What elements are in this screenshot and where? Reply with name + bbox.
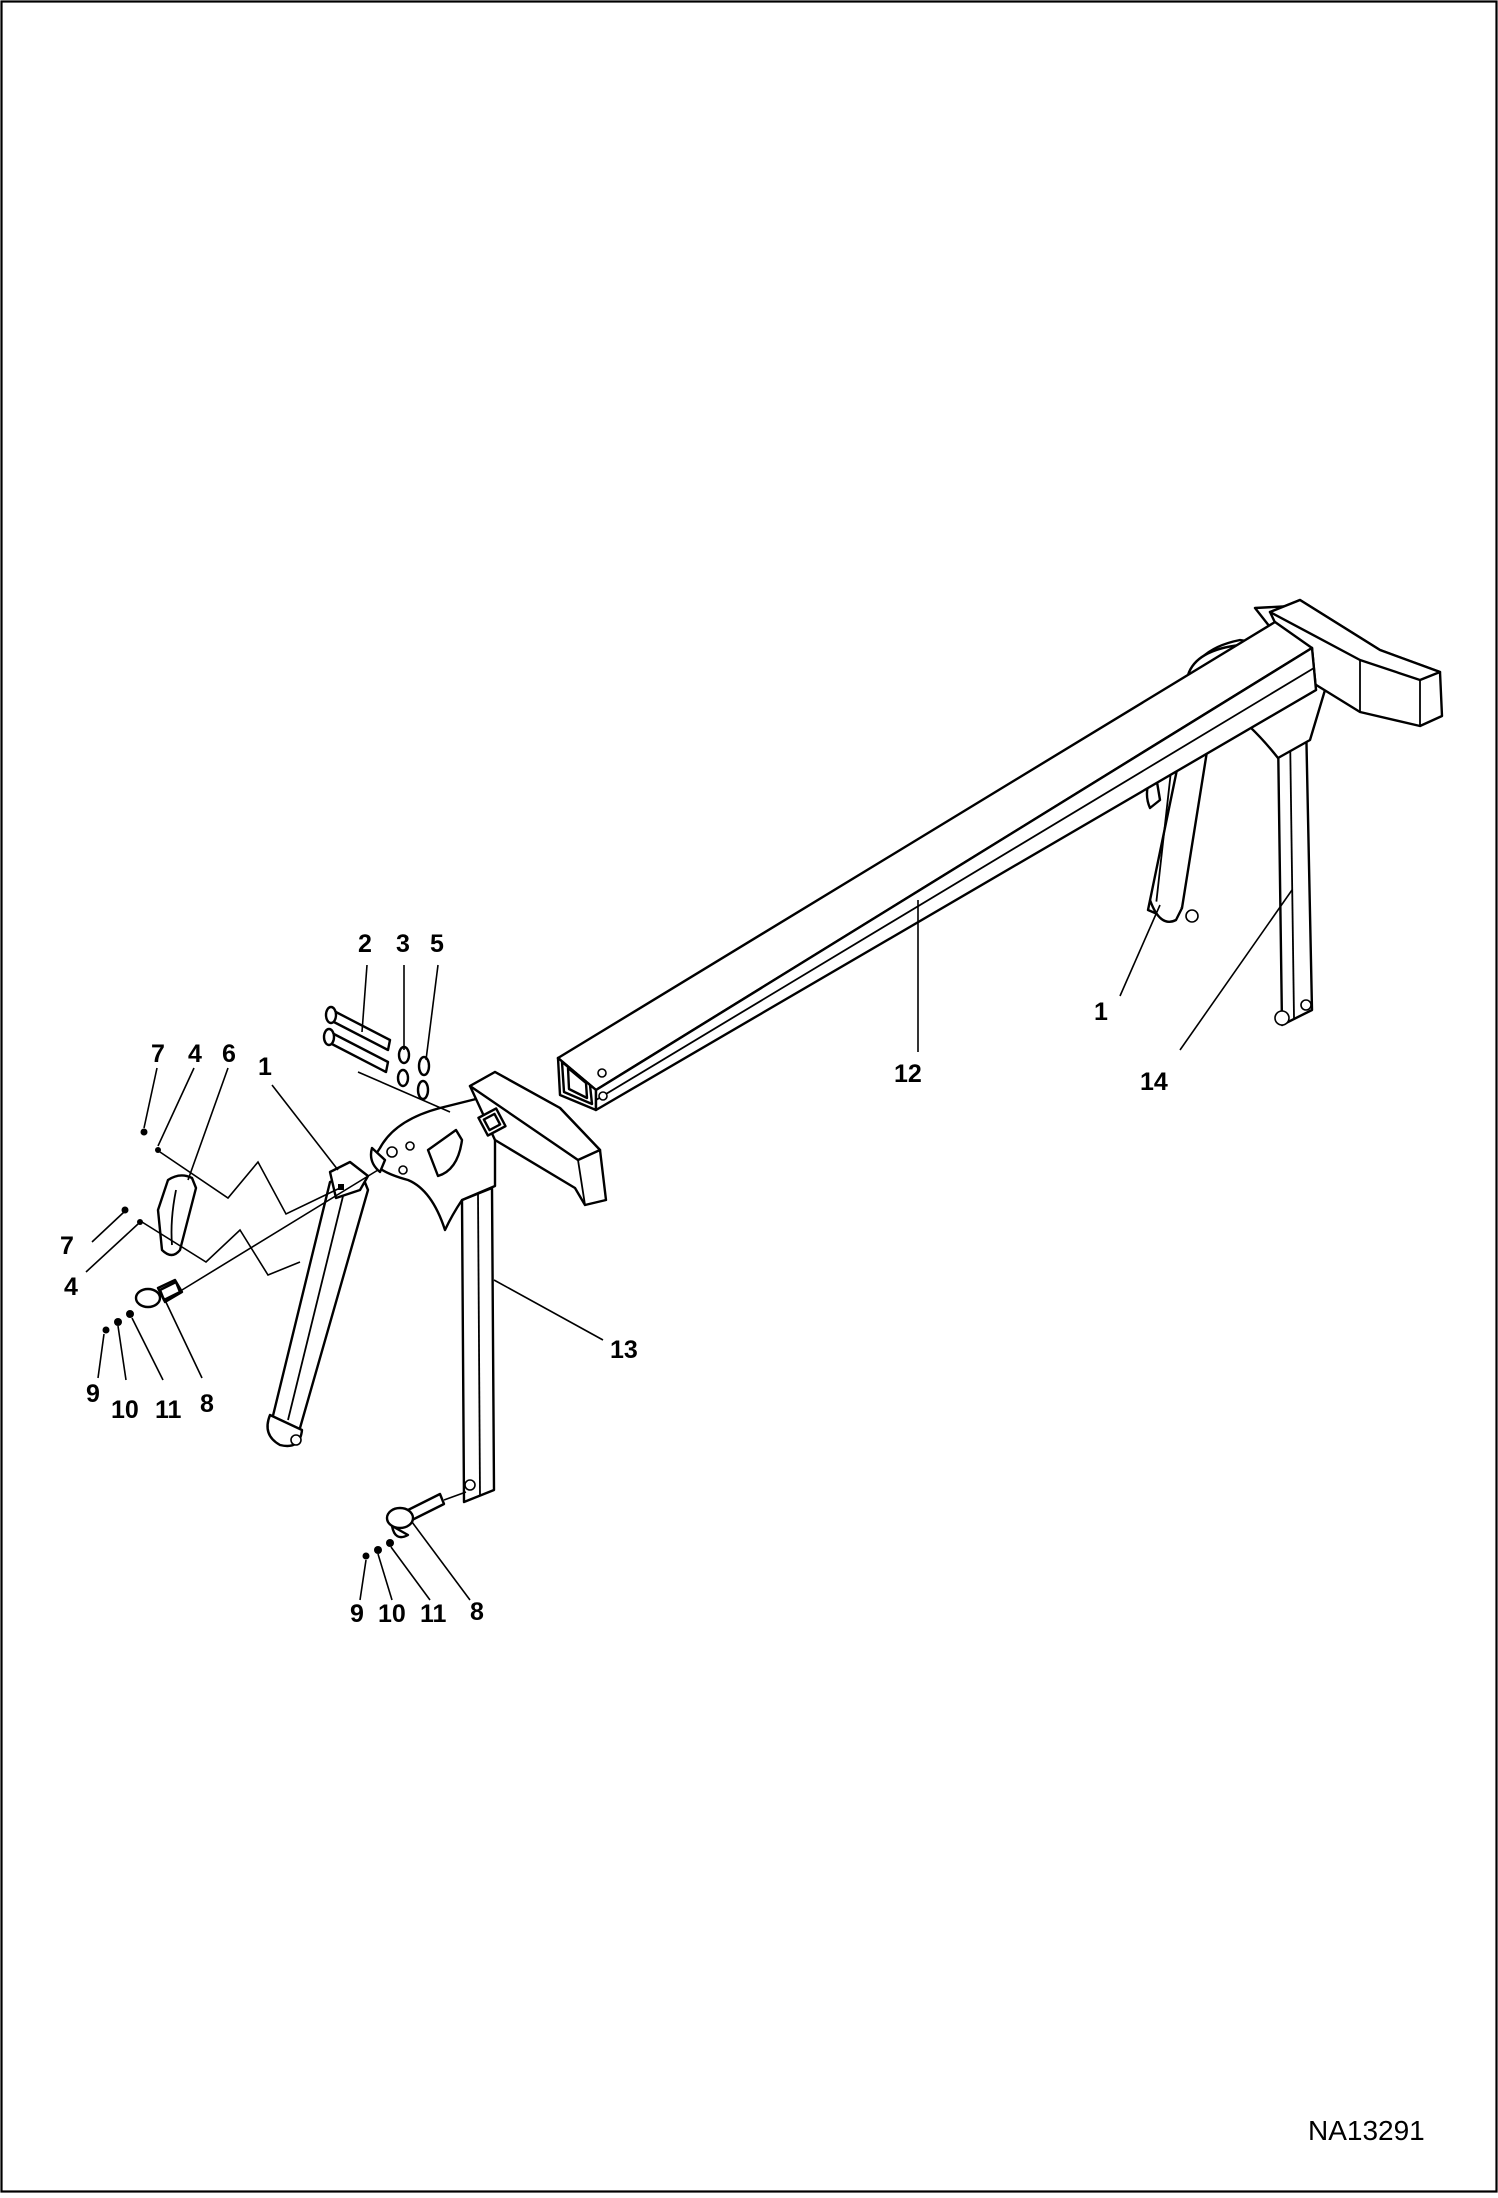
- callout-13: 13: [610, 1336, 638, 1364]
- callout-6: 6: [222, 1040, 236, 1068]
- callout-12: 12: [894, 1060, 922, 1088]
- fasteners-upper: [102, 1310, 134, 1334]
- callout-1-right: 1: [1094, 998, 1108, 1026]
- callout-11-lower: 11: [420, 1600, 447, 1628]
- leader-lines: [85, 889, 1293, 1601]
- callout-4-lower: 4: [64, 1273, 78, 1301]
- left-side-plate: [369, 1096, 497, 1232]
- left-link-arm: [266, 1160, 370, 1448]
- right-top-cap: [1268, 598, 1444, 728]
- explode-lines: [141, 1071, 467, 1501]
- left-vertical-leg: [460, 1186, 496, 1504]
- callout-10-upper: 10: [111, 1396, 139, 1424]
- callout-7-upper: 7: [151, 1040, 165, 1068]
- fasteners-lower: [362, 1539, 394, 1560]
- callout-4-upper: 4: [188, 1040, 202, 1068]
- callouts: 1 2 3 5 7 4 6 7 4 9 10 11 8 13 9 10 11 8…: [60, 930, 1168, 1628]
- pin-lower: [385, 1492, 446, 1539]
- callout-9-lower: 9: [350, 1600, 364, 1628]
- callout-8-lower: 8: [470, 1598, 484, 1626]
- callout-14: 14: [1140, 1068, 1168, 1096]
- left-top-cap: [468, 1070, 608, 1207]
- right-vertical-leg: [1274, 718, 1314, 1027]
- left-frame-assembly: [102, 1005, 608, 1560]
- callout-10-lower: 10: [378, 1600, 406, 1628]
- callout-2: 2: [358, 930, 372, 958]
- screws-upper: [121, 1128, 161, 1225]
- pin-upper: [134, 1278, 184, 1309]
- long-bolts: [322, 1005, 392, 1074]
- callout-1-top: 1: [258, 1053, 272, 1081]
- drawing-id: NA13291: [1308, 2115, 1425, 2146]
- cross-tube: [556, 620, 1318, 1112]
- callout-5: 5: [430, 930, 444, 958]
- callout-3: 3: [396, 930, 410, 958]
- callout-9-upper: 9: [86, 1380, 100, 1408]
- callout-7-lower: 7: [60, 1232, 74, 1260]
- callout-8-upper: 8: [200, 1390, 214, 1418]
- callout-11-upper: 11: [155, 1396, 182, 1424]
